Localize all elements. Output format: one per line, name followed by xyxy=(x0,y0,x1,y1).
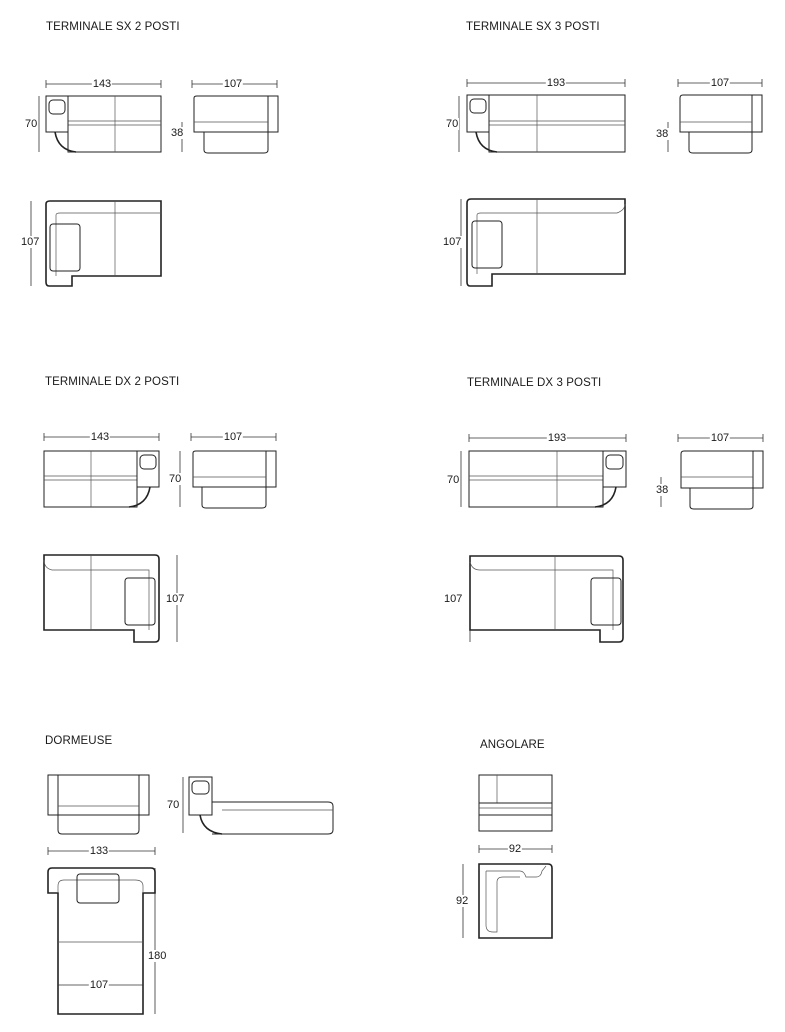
dx3-width-label: 193 xyxy=(546,432,568,444)
section-title-dormeuse: DORMEUSE xyxy=(45,735,113,747)
dormeuse-plan-view xyxy=(47,847,156,1015)
dx2-width-label: 143 xyxy=(89,431,111,443)
sx2-seat-height-label: 38 xyxy=(170,127,185,139)
dormeuse-side-view xyxy=(182,776,334,835)
section-title-terminale-dx-2-posti: TERMINALE DX 2 POSTI xyxy=(45,376,180,388)
sx2-side-view xyxy=(181,80,279,154)
section-title-terminale-dx-3-posti: TERMINALE DX 3 POSTI xyxy=(467,377,602,389)
dx2-plan-view xyxy=(43,554,178,643)
dormeuse-width-label: 133 xyxy=(88,845,110,857)
sx2-width-label: 143 xyxy=(91,78,113,90)
angolare-plan-view xyxy=(462,845,553,939)
dx2-depth-label: 107 xyxy=(222,431,244,443)
sx2-height-label: 70 xyxy=(24,118,39,130)
dx3-front-view xyxy=(460,434,627,508)
section-title-terminale-sx-2-posti: TERMINALE SX 2 POSTI xyxy=(46,21,180,33)
dx3-plan-view xyxy=(469,555,624,643)
dx3-seat-height-label: 38 xyxy=(655,484,670,496)
angolare-width-label: 92 xyxy=(507,843,523,855)
dx3-side-view xyxy=(660,434,764,510)
sx3-side-view xyxy=(667,79,763,154)
dx2-height-label: 70 xyxy=(168,473,183,485)
sx2-plan-depth-label: 107 xyxy=(20,236,41,248)
sx3-plan-depth-label: 107 xyxy=(442,236,463,248)
dormeuse-front-view xyxy=(47,774,150,835)
sx2-depth-label: 107 xyxy=(222,78,244,90)
dormeuse-height-label: 70 xyxy=(166,799,181,811)
section-title-angolare: ANGOLARE xyxy=(480,739,545,751)
sx3-depth-label: 107 xyxy=(709,77,731,89)
sx3-front-view xyxy=(458,79,626,153)
sx3-width-label: 193 xyxy=(545,77,567,89)
sx3-seat-height-label: 38 xyxy=(655,128,670,140)
dx2-plan-depth-label: 107 xyxy=(165,593,186,605)
angolare-depth-label: 92 xyxy=(455,895,470,907)
dx2-side-view xyxy=(190,433,277,509)
sx3-plan-view xyxy=(460,198,626,287)
sx3-height-label: 70 xyxy=(445,118,460,130)
dx2-front-view xyxy=(43,433,181,508)
section-title-terminale-sx-3-posti: TERMINALE SX 3 POSTI xyxy=(466,21,600,33)
angolare-front-view xyxy=(478,774,553,832)
dormeuse-length-label: 180 xyxy=(147,950,168,962)
sx2-plan-view xyxy=(30,200,162,287)
dormeuse-inner-width-label: 107 xyxy=(88,979,110,991)
sx2-front-view xyxy=(38,80,162,153)
dx3-depth-label: 107 xyxy=(709,432,731,444)
dx3-height-label: 70 xyxy=(446,474,461,486)
dx3-plan-depth-label: 107 xyxy=(443,593,464,605)
